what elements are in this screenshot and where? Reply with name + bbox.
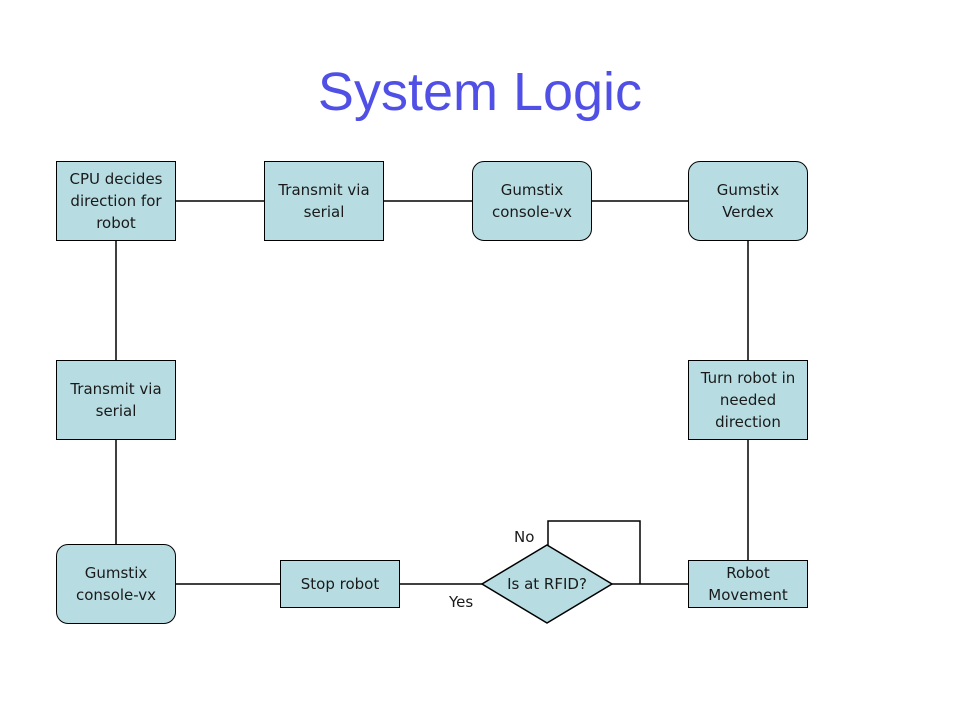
node-stop-robot-label: Stop robot [300,575,380,593]
node-stop-robot: Stop robot [280,560,400,608]
node-robot-movement-label: Robot Movement [708,564,788,604]
node-turn-robot: Turn robot in needed direction [688,360,808,440]
edge-label-yes: Yes [449,593,474,611]
edge-label-no: No [514,528,535,546]
node-gumstix-verdex: Gumstix Verdex [688,161,808,241]
node-cpu-decides: CPU decides direction for robot [56,161,176,241]
node-gumstix-console-top-label: Gumstix console-vx [491,181,573,221]
node-robot-movement: Robot Movement [688,560,808,608]
node-gumstix-verdex-label: Gumstix Verdex [716,181,780,221]
node-gumstix-console-bottom: Gumstix console-vx [56,544,176,624]
decision-diamond [480,544,614,624]
node-gumstix-console-bottom-label: Gumstix console-vx [75,564,157,604]
node-cpu-decides-label: CPU decides direction for robot [69,170,163,232]
node-turn-robot-label: Turn robot in needed direction [700,369,796,431]
node-transmit-serial-left-label: Transmit via serial [70,380,162,420]
node-transmit-serial-top-label: Transmit via serial [278,181,370,221]
connector-no-loop [547,520,641,584]
decision-label: Is at RFID? [507,575,587,593]
node-transmit-serial-left: Transmit via serial [56,360,176,440]
node-transmit-serial-top: Transmit via serial [264,161,384,241]
page-title: System Logic [317,62,643,122]
node-gumstix-console-top: Gumstix console-vx [472,161,592,241]
